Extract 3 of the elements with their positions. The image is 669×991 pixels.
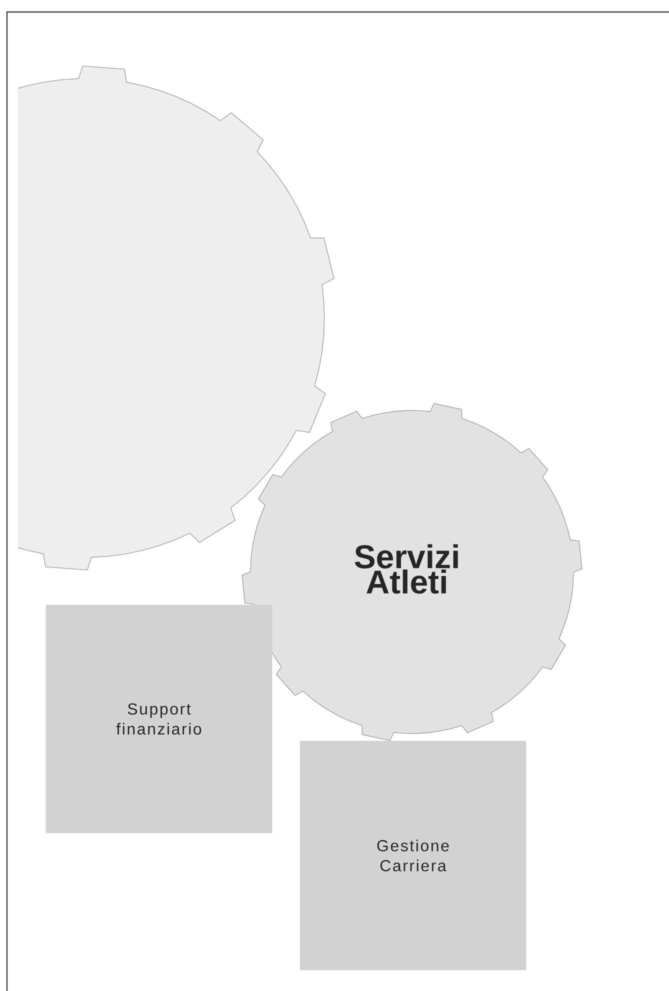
process-box: Gestione Carriera	[300, 740, 526, 970]
process-box: Support finanziario	[46, 604, 272, 834]
gear-shape	[18, 66, 334, 570]
